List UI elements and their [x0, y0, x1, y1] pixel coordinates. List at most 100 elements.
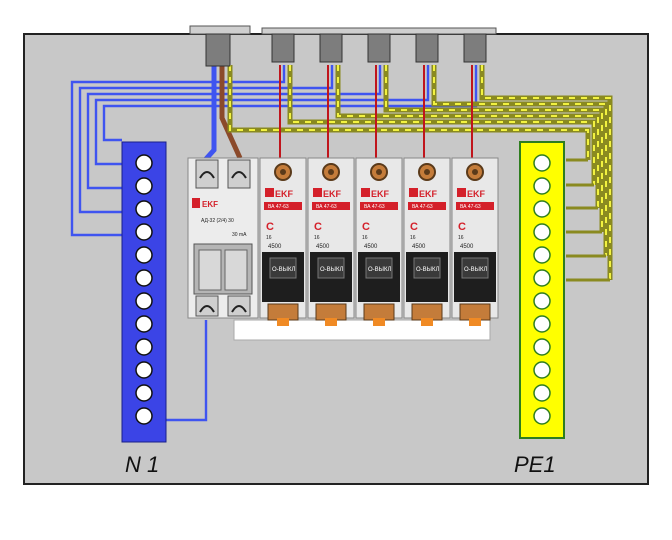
breaker-state: O-ВЫКЛ: [320, 267, 343, 273]
bus-terminal: [135, 315, 153, 333]
breaker-bottom-terminal: [363, 303, 395, 321]
bus-terminal: [533, 223, 551, 241]
breaker-toggle: [269, 257, 297, 279]
neutral-bus-terminals: [135, 154, 153, 425]
breaker-state: O-ВЫКЛ: [416, 267, 439, 273]
bus-terminal: [533, 292, 551, 310]
breaker-curve: C: [362, 221, 370, 233]
cable-gland: [319, 33, 343, 63]
cable-gland: [271, 33, 295, 63]
breaker-clip: [277, 318, 289, 326]
bus-terminal: [533, 361, 551, 379]
bus-terminal: [135, 338, 153, 356]
cable-gland: [415, 33, 439, 63]
cable-entry-main: [189, 25, 251, 35]
bus-terminal: [135, 384, 153, 402]
phase-feed-wire: [219, 65, 243, 160]
breaker-curve: C: [266, 221, 274, 233]
breaker-state: O-ВЫКЛ: [368, 267, 391, 273]
cable-entry-bar: [261, 27, 497, 35]
breaker-brand: EKF: [419, 189, 438, 199]
cable-gland: [463, 33, 487, 63]
breaker-rating: 16: [410, 235, 416, 241]
breaker-rating: 16: [314, 235, 320, 241]
rcbo-device: EKF АД-32 (2/4) 30 30 mA: [187, 157, 259, 319]
bus-terminal: [533, 384, 551, 402]
breaker-series-band: [264, 202, 302, 210]
bus-terminal: [533, 200, 551, 218]
breaker-series: ВА 47-63: [460, 204, 481, 210]
breaker-phase-wires: [279, 65, 473, 160]
cable-gland-main: [205, 33, 231, 67]
breaker-toggle: [317, 257, 345, 279]
rcbo-rating: 30 mA: [232, 232, 247, 238]
breaker-series: ВА 47-63: [316, 204, 337, 210]
pe-bus-terminals: [533, 154, 551, 425]
breaker-brand: EKF: [467, 189, 486, 199]
breaker-brand: EKF: [371, 189, 390, 199]
breaker-toggle: [365, 257, 393, 279]
bus-terminal: [533, 246, 551, 264]
breaker-series-band: [408, 202, 446, 210]
bus-terminal: [135, 407, 153, 425]
breaker-capacity: 4500: [412, 244, 426, 250]
breaker-series: ВА 47-63: [364, 204, 385, 210]
breaker-state: O-ВЫКЛ: [464, 267, 487, 273]
breaker-toggle: [413, 257, 441, 279]
breaker-brand: EKF: [323, 189, 342, 199]
bus-terminal: [533, 338, 551, 356]
din-rail: [233, 319, 491, 341]
bus-terminal: [135, 246, 153, 264]
bus-terminal: [135, 223, 153, 241]
bus-terminal: [135, 200, 153, 218]
bus-terminal: [135, 177, 153, 195]
cable-gland: [367, 33, 391, 63]
breaker-curve: C: [458, 221, 466, 233]
breaker-brand-mark: [457, 188, 466, 197]
bus-terminal: [135, 154, 153, 172]
breaker-state: O-ВЫКЛ: [272, 267, 295, 273]
rcbo-brand: EKF: [202, 200, 218, 209]
rcbo-toggle: [224, 249, 248, 291]
neutral-bus-label: N 1: [125, 452, 160, 477]
bus-terminal: [135, 269, 153, 287]
breaker-rating: 16: [362, 235, 368, 241]
breaker-rating: 16: [266, 235, 272, 241]
breaker-capacity: 4500: [316, 244, 330, 250]
pe-bus-taps: [566, 158, 610, 282]
breaker-clip: [325, 318, 337, 326]
bus-terminal: [533, 269, 551, 287]
breaker-clip: [469, 318, 481, 326]
bus-terminal: [533, 315, 551, 333]
pe-wires-stripe: [229, 65, 611, 280]
breaker-curve: C: [410, 221, 418, 233]
breaker-brand-mark: [313, 188, 322, 197]
bus-terminal: [135, 292, 153, 310]
breaker-clip: [373, 318, 385, 326]
breaker-brand-mark: [265, 188, 274, 197]
breaker-series-band: [456, 202, 494, 210]
cable-glands: [205, 33, 487, 67]
neutral-feed-wire: [203, 65, 217, 162]
rcbo-toggle: [198, 249, 222, 291]
breaker-curve: C: [314, 221, 322, 233]
bus-terminal: [533, 177, 551, 195]
breaker-capacity: 4500: [460, 244, 474, 250]
breaker-series: ВА 47-63: [268, 204, 289, 210]
rcbo-brand-mark: [192, 198, 200, 208]
pe-bus-label: PE1: [514, 452, 556, 477]
breaker-brand-mark: [409, 188, 418, 197]
breaker-rating: 16: [458, 235, 464, 241]
breaker-capacity: 4500: [364, 244, 378, 250]
bus-terminal: [533, 154, 551, 172]
breaker-brand-mark: [361, 188, 370, 197]
breaker-bottom-terminal: [459, 303, 491, 321]
breaker-bottom-terminal: [411, 303, 443, 321]
